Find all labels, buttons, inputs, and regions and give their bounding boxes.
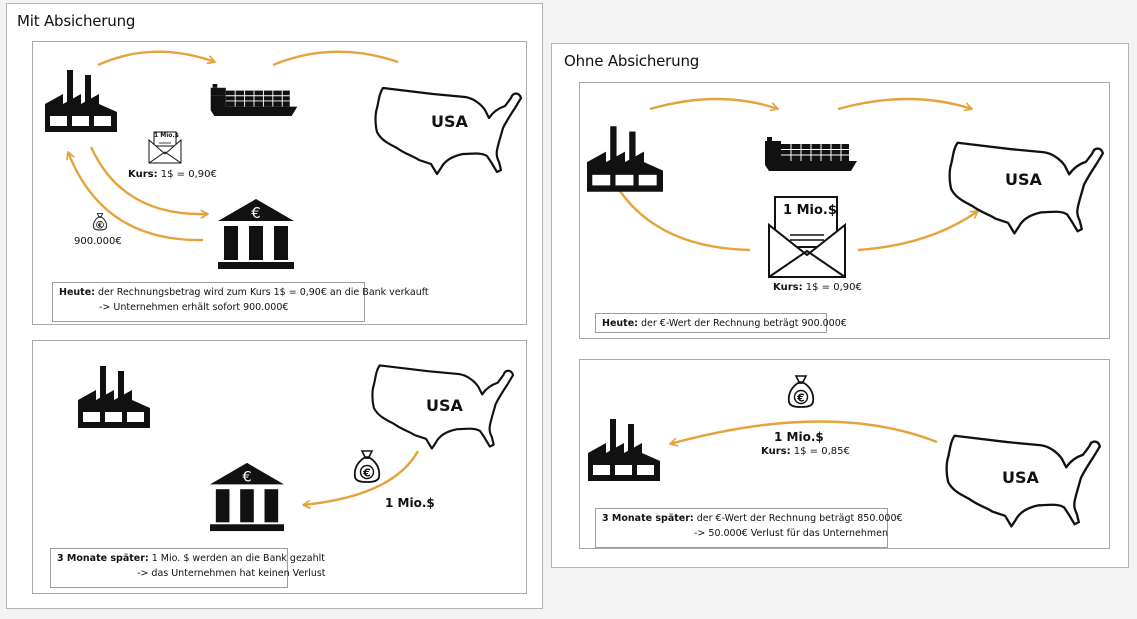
- arrow-usa-to-factory: [580, 420, 938, 550]
- factory-icon: [588, 417, 660, 483]
- note-line2: -> Unternehmen erhält sofort 900.000€: [99, 302, 289, 313]
- usa-label: USA: [1002, 468, 1039, 487]
- amount-label: 1 Mio.$: [385, 496, 435, 510]
- rate-value: 1$ = 0,90€: [160, 169, 217, 180]
- usa-label: USA: [1005, 170, 1042, 189]
- usa-label: USA: [431, 112, 468, 131]
- rate-value: 1$ = 0,90€: [805, 282, 862, 293]
- rate-label: Kurs:: [773, 282, 803, 293]
- arrow-ship-to-usa: [272, 50, 399, 67]
- right-top-panel: USA 1 Mio.$ Kurs: 1$ = 0,90€ Heute: der …: [579, 82, 1110, 339]
- right-top-arrows: [619, 97, 1111, 252]
- right-title: Ohne Absicherung: [564, 52, 700, 70]
- left-top-arrows: [33, 50, 399, 242]
- note-bold: 3 Monate später:: [57, 553, 149, 564]
- right-bottom-note: 3 Monate später: der €-Wert der Rechnung…: [595, 508, 903, 548]
- left-top-invoice-label: 1 Mio.$: [154, 132, 179, 139]
- left-frame-mit-absicherung: Mit Absicherung USA 1 Mio.$ Kurs: 1$ = 0…: [6, 3, 543, 609]
- invoice-envelope-icon: [148, 131, 182, 164]
- arrow-factory-to-invoice: [619, 190, 751, 252]
- note-line1: 1 Mio. $ werden an die Bank gezahlt: [151, 553, 325, 564]
- right-top-invoice-label: 1 Mio.$: [783, 203, 837, 218]
- note-bold: Heute:: [602, 318, 638, 329]
- left-top-panel: USA 1 Mio.$ Kurs: 1$ = 0,90€ 900.000€ He…: [32, 41, 527, 325]
- arrow-factory-to-ship: [97, 50, 215, 67]
- right-bottom-panel: 1 Mio.$ Kurs: 1$ = 0,85€ USA 3 Monate sp…: [579, 359, 1110, 549]
- invoice-envelope-icon: [768, 196, 846, 278]
- rate-label: Kurs:: [128, 169, 158, 180]
- right-bottom-rate: Kurs: 1$ = 0,85€: [761, 446, 850, 457]
- arrow-usa-to-bank: [33, 450, 420, 595]
- left-bottom-panel: USA 1 Mio.$ 3 Monate später: 1 Mio. $ we…: [32, 340, 527, 594]
- money-bag-euro-icon: [92, 212, 108, 231]
- rate-value: 1$ = 0,85€: [793, 446, 850, 457]
- factory-icon: [45, 70, 117, 132]
- money-bag-euro-icon: [352, 449, 382, 483]
- note-line1: der €-Wert der Rechnung beträgt 850.000€: [696, 513, 903, 524]
- arrow-ship-to-usa: [837, 97, 972, 109]
- note-line1: der €-Wert der Rechnung beträgt 900.000€: [640, 318, 847, 329]
- factory-icon: [587, 125, 663, 193]
- right-frame-ohne-absicherung: Ohne Absicherung USA 1 Mio.$ Kurs: 1$ = …: [551, 43, 1129, 568]
- right-top-note: Heute: der €-Wert der Rechnung beträgt 9…: [595, 313, 847, 333]
- arrow-factory-to-bank: [89, 146, 208, 214]
- left-top-rate: Kurs: 1$ = 0,90€: [128, 169, 217, 180]
- rate-label: Kurs:: [761, 446, 791, 457]
- arrow-factory-to-ship: [649, 97, 778, 109]
- bank-euro-icon: [218, 199, 294, 269]
- usa-label: USA: [426, 396, 463, 415]
- left-top-note: Heute: der Rechnungsbetrag wird zum Kurs…: [52, 282, 429, 322]
- ship-icon: [764, 137, 858, 171]
- factory-icon: [78, 366, 150, 428]
- money-bag-euro-icon: [786, 374, 816, 408]
- note-line2: -> 50.000€ Verlust für das Unternehmen: [694, 528, 888, 539]
- note-bold: Heute:: [59, 287, 95, 298]
- arrow-invoice-to-usa: [857, 210, 978, 252]
- right-top-rate: Kurs: 1$ = 0,90€: [773, 282, 862, 293]
- note-line2: -> das Unternehmen hat keinen Verlust: [137, 568, 326, 579]
- ship-icon: [210, 84, 298, 116]
- note-bold: 3 Monate später:: [602, 513, 694, 524]
- arrow-bank-to-factory: [68, 152, 204, 242]
- left-bottom-note: 3 Monate später: 1 Mio. $ werden an die …: [50, 548, 326, 588]
- bank-euro-icon: [210, 462, 284, 532]
- amount-label: 1 Mio.$: [774, 430, 824, 444]
- note-line1: der Rechnungsbetrag wird zum Kurs 1$ = 0…: [97, 287, 429, 298]
- payout-label: 900.000€: [74, 236, 122, 247]
- left-title: Mit Absicherung: [17, 12, 136, 30]
